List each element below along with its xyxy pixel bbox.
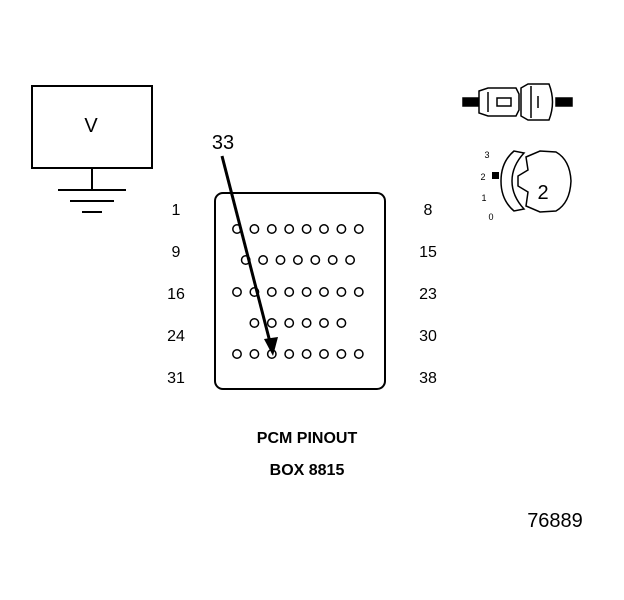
pin-hole	[249, 318, 260, 328]
pin-hole	[249, 224, 260, 234]
figure-number: 76889	[527, 510, 583, 532]
knob-position-3: 3	[484, 150, 489, 160]
connector-outline	[214, 192, 386, 390]
pin-hole	[284, 224, 295, 234]
ground-icon	[58, 168, 126, 213]
voltmeter-box	[31, 85, 153, 169]
pin-hole	[319, 318, 329, 328]
pin-hole	[336, 349, 347, 359]
pin-hole	[258, 255, 269, 265]
pin-hole	[284, 318, 295, 328]
callout-arrowhead	[264, 337, 278, 356]
pin-hole	[319, 224, 329, 234]
pin-label-right-1: 8	[424, 202, 433, 219]
pin-label-left-2: 9	[172, 244, 181, 261]
pin-hole	[275, 255, 286, 265]
pin-hole	[353, 287, 364, 297]
pin-label-right-5: 38	[419, 370, 437, 387]
pin-hole	[353, 224, 364, 234]
pin-label-right-2: 15	[419, 244, 437, 261]
callout-arrow-line	[220, 155, 273, 347]
pin-hole	[327, 255, 338, 265]
pin-label-left-4: 24	[167, 328, 185, 345]
pin-hole	[292, 255, 303, 265]
caption-line-1: PCM PINOUT	[257, 430, 358, 447]
pin-label-left-1: 1	[172, 202, 181, 219]
knob-position-2: 2	[480, 172, 485, 182]
caption-line-2: BOX 8815	[270, 462, 345, 479]
pin-label-left-5: 31	[167, 370, 185, 387]
pin-hole	[301, 287, 312, 297]
pin-hole	[266, 287, 277, 297]
pin-hole	[353, 349, 364, 359]
right-pin-labels: 8 15 23 30 38	[419, 202, 437, 387]
pin-label-right-4: 30	[419, 328, 437, 345]
pin-label-left-3: 16	[167, 286, 185, 303]
pin-hole	[345, 255, 356, 265]
pin-hole	[336, 318, 347, 328]
pin-hole	[301, 224, 312, 234]
pin-hole	[284, 349, 295, 359]
knob-position-1: 1	[481, 193, 486, 203]
pin-hole	[319, 287, 329, 297]
test-lead-connector-icon	[462, 83, 573, 121]
knob-selected-value: 2	[537, 182, 548, 204]
pin-hole	[232, 349, 242, 359]
pin-hole	[301, 318, 312, 328]
pin-hole	[336, 287, 347, 297]
pin-hole	[336, 224, 347, 234]
pin-hole	[249, 349, 260, 359]
pin-hole	[319, 349, 329, 359]
voltmeter-label: V	[84, 115, 98, 137]
pin-hole	[301, 349, 312, 359]
pin-hole	[310, 255, 321, 265]
pin-hole	[266, 318, 277, 328]
range-selector-knob-icon: 2 3 2 1 0	[480, 150, 572, 222]
callout-label: 33	[212, 132, 234, 154]
pin-label-right-3: 23	[419, 286, 437, 303]
pin-hole	[232, 287, 242, 297]
knob-position-0: 0	[488, 212, 493, 222]
left-pin-labels: 1 9 16 24 31	[167, 202, 185, 387]
pin-hole	[284, 287, 295, 297]
pin-hole	[266, 224, 277, 234]
